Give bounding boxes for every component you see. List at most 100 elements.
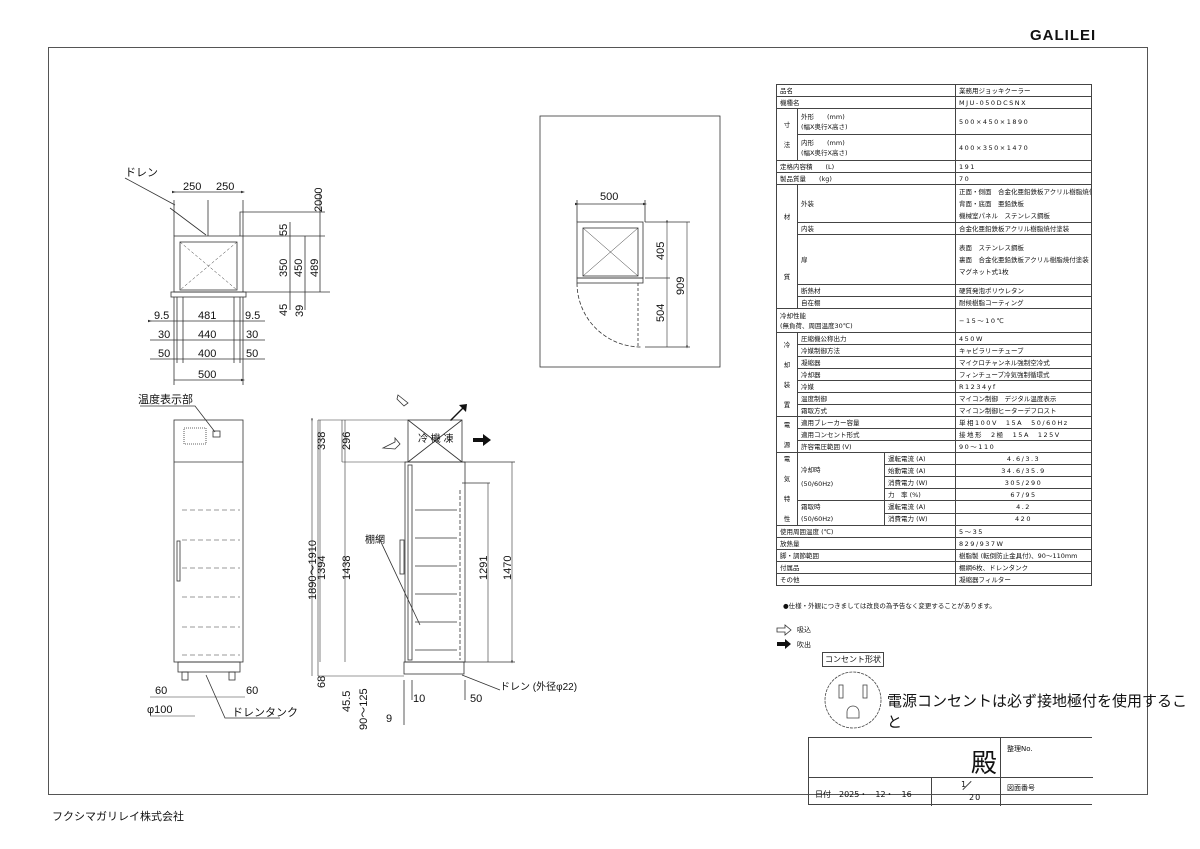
value-condenser: マイクロチャンネル強制空冷式 xyxy=(955,356,1092,369)
scale-numerator: 1 xyxy=(961,780,967,789)
dim-481: 481 xyxy=(198,310,216,322)
label-inner: 内形 (mm)(幅X奥行X高さ) xyxy=(796,134,957,161)
dim-68: 68 xyxy=(316,676,328,688)
value-insulation: 硬質発泡ポリウレタン xyxy=(955,284,1092,297)
title-block: 殿 整理No. 日付 2025・ 12・ 16 1 20 図面番号 xyxy=(808,737,1093,806)
date: 日付 2025・ 12・ 16 xyxy=(815,790,912,799)
company-name: フクシマガリレイ株式会社 xyxy=(52,810,184,823)
value-evaporator: フィンチューブ冷気強制循環式 xyxy=(955,368,1092,381)
label-run-current: 運転電流 (A) xyxy=(883,452,957,465)
dim-30-left: 30 xyxy=(158,329,170,341)
label-drain-tank: ドレンタンク xyxy=(232,706,298,719)
dim-9-5-right: 9.5 xyxy=(245,310,260,322)
label-defrost-current: 運転電流 (A) xyxy=(883,500,957,514)
dim-45: 45 xyxy=(278,304,290,316)
dim-50-left: 50 xyxy=(158,348,170,360)
label-defrost-mode: 霜取時(50/60Hz) xyxy=(797,500,885,526)
value-power-consumption: 305/290 xyxy=(955,476,1092,489)
label-defrost-power: 消費電力 (W) xyxy=(883,512,957,526)
dim-9: 9 xyxy=(386,713,392,725)
label-exterior: 外装 xyxy=(796,184,957,223)
value-defrost-current: 4.2 xyxy=(955,500,1092,514)
dim-350: 350 xyxy=(278,259,290,277)
dim-405: 405 xyxy=(655,242,667,260)
top-view: ドレン 250 250 2000 55 350 450 489 45 39 9.… xyxy=(124,167,330,385)
dim-30-right: 30 xyxy=(246,329,258,341)
label-accessories: 付属品 xyxy=(775,561,957,574)
value-defrost: マイコン制御ヒーターデフロスト xyxy=(955,404,1092,417)
legend-exhaust: 吹出 xyxy=(797,641,811,649)
front-view: 温度表示部 60 60 φ100 ドレンタンク xyxy=(138,392,298,719)
label-compressor: 圧縮機公称出力 xyxy=(796,332,957,345)
dim-plan-500: 500 xyxy=(600,191,618,203)
value-mass: 70 xyxy=(955,172,1092,185)
label-voltage-range: 許容電圧範囲 (V) xyxy=(796,440,957,453)
value-run-current: 4.6/3.3 xyxy=(955,452,1092,465)
addressee-honorific: 殿 xyxy=(971,749,998,779)
dim-39: 39 xyxy=(294,305,306,317)
dim-1291: 1291 xyxy=(478,556,490,580)
dim-55: 55 xyxy=(278,224,290,236)
value-interior: 合金化亜鉛鉄板アクリル樹脂焼付塗装 xyxy=(955,222,1092,235)
value-start-current: 34.6/35.9 xyxy=(955,464,1092,477)
drawing-number-label: 図面番号 xyxy=(1007,784,1035,792)
label-outlet-type: 適用コンセント形式 xyxy=(796,428,957,441)
label-machine-unit: 冷 機 凍 xyxy=(418,432,454,445)
dim-1470: 1470 xyxy=(502,556,514,580)
label-drain-outer: ドレン (外径φ22) xyxy=(500,680,577,693)
value-outlet-type: 接地形 2極 15A 125V xyxy=(955,428,1092,441)
label-start-current: 始動電流 (A) xyxy=(883,464,957,477)
value-accessories: 棚網6枚、ドレンタンク xyxy=(955,561,1092,574)
dim-909: 909 xyxy=(675,277,687,295)
dim-489: 489 xyxy=(309,259,321,277)
intake-arrow-icon xyxy=(776,624,792,636)
value-model: MJU-050DCSNX xyxy=(955,96,1092,109)
value-heat: 829/937W xyxy=(955,537,1092,550)
group-power: 電源 xyxy=(776,416,798,453)
label-outer: 外形 (mm)(幅X奥行X高さ) xyxy=(796,108,957,135)
label-breaker: 適用ブレーカー容量 xyxy=(796,416,957,429)
label-legs: 脚・調節範囲 xyxy=(775,549,957,562)
label-temp-control: 温度制御 xyxy=(796,392,957,405)
dim-50-side: 50 xyxy=(470,693,482,705)
value-inner: 400×350×1470 xyxy=(955,134,1092,161)
group-electrical: 電気特性 xyxy=(776,452,798,526)
label-power-consumption: 消費電力 (W) xyxy=(883,476,957,489)
value-breaker: 単相100V 15A 50/60Hz xyxy=(955,416,1092,429)
value-shelf: 耐候樹脂コーティング xyxy=(955,296,1092,309)
value-legs: 樹脂製 (転倒防止金具付)、90〜110mm xyxy=(955,549,1092,562)
label-model: 機種名 xyxy=(775,96,957,109)
dim-338: 338 xyxy=(316,432,328,450)
dim-250-right: 250 xyxy=(216,181,234,193)
side-view: 1890〜1910 338 1394 296 1438 68 45.5 90〜1… xyxy=(307,394,577,730)
dim-1438: 1438 xyxy=(341,556,353,580)
group-material: 材質 xyxy=(776,184,798,309)
label-heat: 放熱量 xyxy=(775,537,957,550)
drawing-frame xyxy=(48,47,1148,795)
dim-90-125: 90〜125 xyxy=(358,688,370,730)
dim-45-5: 45.5 xyxy=(341,691,353,712)
spec-note: ●仕様・外観につきましては改良の為予告なく変更することがあります。 xyxy=(783,602,996,610)
dim-250-left: 250 xyxy=(183,181,201,193)
label-interior: 内装 xyxy=(796,222,957,235)
label-mass: 製品質量 (kg) xyxy=(775,172,957,185)
airflow-legend-icons xyxy=(776,624,792,649)
label-temp-display: 温度表示部 xyxy=(138,392,193,406)
dim-500: 500 xyxy=(198,369,216,381)
label-door: 扉 xyxy=(796,234,957,285)
label-cooling-mode: 冷却時(50/60Hz) xyxy=(797,452,885,501)
value-product-name: 業務用ジョッキクーラー xyxy=(955,84,1092,97)
value-compressor: 450W xyxy=(955,332,1092,345)
dim-10: 10 xyxy=(413,693,425,705)
outlet-warning: 電源コンセントは必ず接地極付を使用すること xyxy=(887,692,1188,731)
dim-296: 296 xyxy=(341,432,353,450)
dim-60-right: 60 xyxy=(246,685,258,697)
dim-60-left: 60 xyxy=(155,685,167,697)
value-temp-control: マイコン制御 デジタル温度表示 xyxy=(955,392,1092,405)
plan-view: 500 405 909 504 xyxy=(539,115,721,368)
value-refrigerant-control: キャピラリーチューブ xyxy=(955,344,1092,357)
label-other: その他 xyxy=(775,573,957,586)
outlet-shape-title: コンセント形状 xyxy=(822,652,884,667)
label-defrost: 霜取方式 xyxy=(796,404,957,417)
